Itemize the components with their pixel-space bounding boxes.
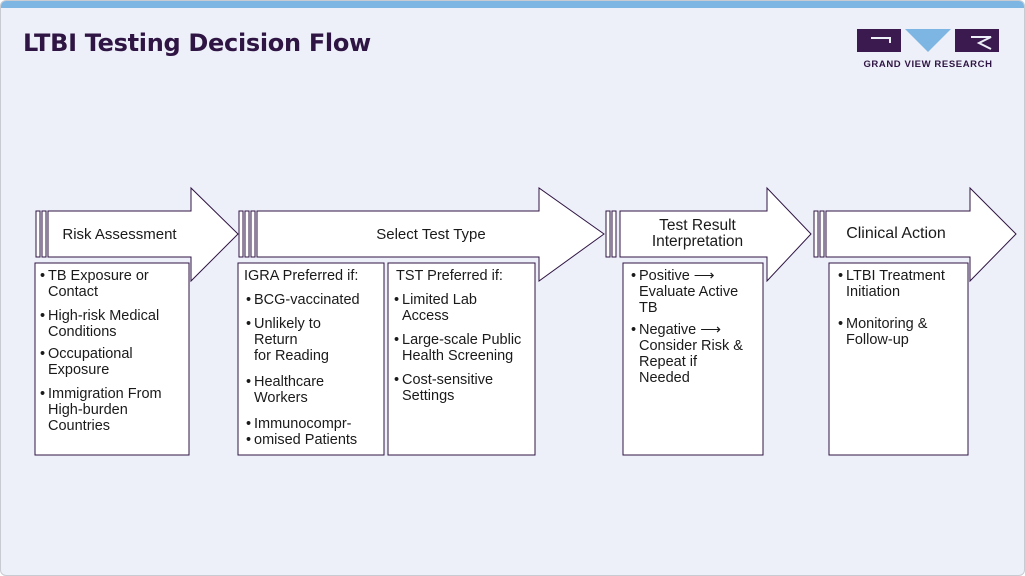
logo-wordmark: GRAND VIEW RESEARCH <box>863 59 993 70</box>
arrow-test-result <box>605 186 812 283</box>
bullet-icon: • <box>838 316 844 332</box>
group-heading-igra: IGRA Preferred if: <box>244 268 359 284</box>
list-item: BCG-vaccinated• <box>246 292 360 308</box>
bullet-icon: • <box>246 432 252 448</box>
bullet-icon: • <box>40 308 46 324</box>
bullet-icon: • <box>631 268 637 284</box>
group-heading-tst: TST Preferred if: <box>396 268 503 284</box>
bullet-icon: • <box>631 322 637 338</box>
bullet-icon: • <box>246 416 252 432</box>
bullet-icon: • <box>40 386 46 402</box>
step-label-risk-assessment: Risk Assessment <box>62 226 177 243</box>
bullet-icon: • <box>246 374 252 390</box>
step-label-clinical-action: Clinical Action <box>846 225 946 242</box>
bullet-icon: • <box>246 292 252 308</box>
box-tst <box>387 262 536 456</box>
box-risk-assessment <box>34 262 190 456</box>
bullet-icon: • <box>838 268 844 284</box>
page-title: LTBI Testing Decision Flow <box>23 29 371 57</box>
grand-view-research-logo <box>857 29 999 52</box>
list-item: omised Patients• <box>246 432 358 448</box>
bullet-icon: • <box>40 268 46 284</box>
box-test-result <box>622 262 764 456</box>
arrow-clinical-action <box>813 186 1017 283</box>
top-accent-bar <box>1 1 1024 8</box>
arrow-select-test-type <box>238 187 605 282</box>
box-clinical-action <box>828 262 969 456</box>
bullet-icon: • <box>246 316 252 332</box>
bullet-icon: • <box>394 372 400 388</box>
bullet-icon: • <box>40 346 46 362</box>
step-label-select-test-type: Select Test Type <box>376 226 486 243</box>
list-item: Monitoring &Follow-up• <box>838 316 928 348</box>
bullet-icon: • <box>394 332 400 348</box>
bullet-icon: • <box>394 292 400 308</box>
arrow-risk-assessment <box>35 186 239 283</box>
list-item: Immunocompr-• <box>246 416 352 432</box>
box-igra <box>237 262 385 456</box>
